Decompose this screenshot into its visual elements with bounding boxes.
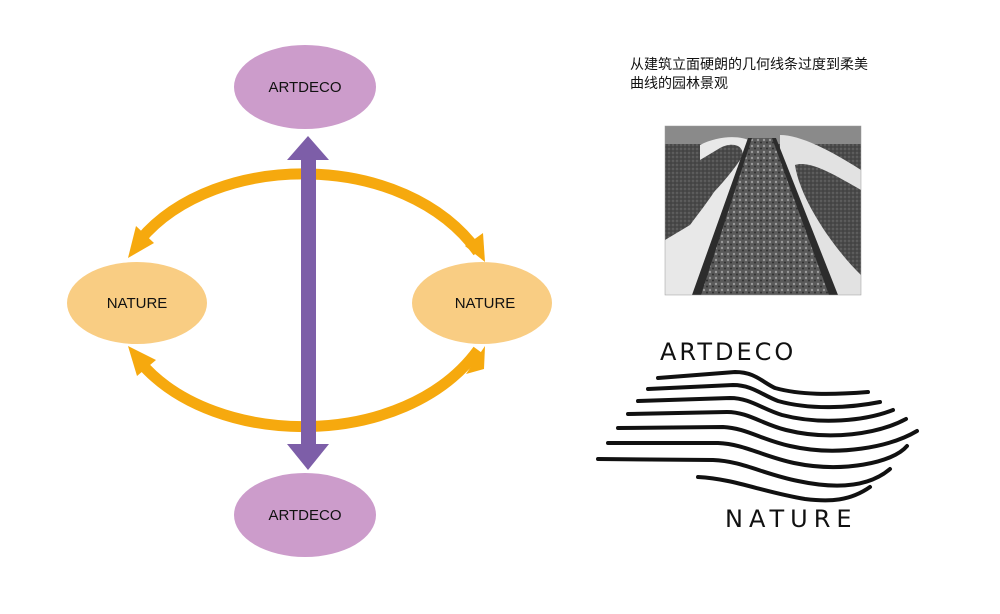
logo-nature-text: NATURE	[725, 505, 858, 533]
logo-wave-line	[696, 475, 872, 503]
svg-text:ARTDECO: ARTDECO	[268, 79, 341, 96]
photo-frame	[664, 125, 862, 296]
logo-wave-line	[606, 441, 909, 469]
caption-line-2: 曲线的园林景观	[630, 76, 728, 92]
arrowhead-lower-right	[466, 346, 485, 374]
arrowhead-down	[287, 444, 329, 470]
node-artdeco-top: ARTDECO	[234, 45, 376, 129]
arrowhead-up	[287, 136, 329, 160]
arrowhead-upper-right	[465, 233, 485, 262]
purple-double-arrow	[287, 136, 329, 470]
caption-line-1: 从建筑立面硬朗的几何线条过度到柔美	[630, 57, 868, 73]
logo-wave-line	[616, 424, 919, 453]
logo-wave-line	[656, 369, 870, 396]
arrowhead-lower-left	[128, 346, 156, 376]
svg-text:NATURE: NATURE	[107, 295, 168, 312]
logo-wave-line	[646, 382, 882, 410]
node-artdeco-bottom: ARTDECO	[234, 473, 376, 557]
svg-text:ARTDECO: ARTDECO	[268, 507, 341, 524]
svg-text:NATURE: NATURE	[455, 295, 516, 312]
node-nature-right: NATURE	[412, 262, 552, 344]
logo-wave-line	[636, 395, 895, 423]
node-nature-left: NATURE	[67, 262, 207, 344]
logo-wave-line	[596, 457, 892, 488]
arrowhead-upper-left	[128, 226, 154, 258]
garden-path-photo	[665, 126, 861, 295]
caption-text: 从建筑立面硬朗的几何线条过度到柔美 曲线的园林景观	[630, 56, 920, 94]
logo-wave-line	[626, 409, 908, 438]
logo-artdeco-text: ARTDECO	[660, 338, 796, 366]
artdeco-nature-logo	[596, 369, 919, 503]
